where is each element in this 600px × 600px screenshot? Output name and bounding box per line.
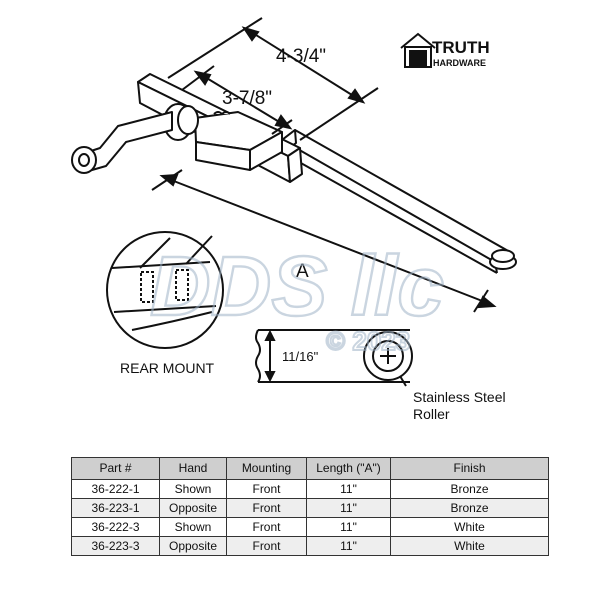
dimension-inner-label: 3-7/8" <box>222 88 272 109</box>
dimension-length <box>151 169 497 313</box>
table-row: 36-222-3 Shown Front 11" White <box>71 517 549 537</box>
truth-hardware-logo: TRUTH HARDWARE <box>400 32 490 68</box>
cell-length: 11" <box>306 479 391 499</box>
cell-length: 11" <box>306 498 391 518</box>
cell-length: 11" <box>306 536 391 556</box>
roller-section-detail <box>255 329 413 387</box>
roller-label-line2: Roller <box>413 406 450 422</box>
dimension-inner <box>181 65 293 135</box>
operator-frame <box>137 73 303 183</box>
cell-mounting: Front <box>226 498 307 518</box>
brand-name: TRUTH <box>432 38 490 57</box>
table-row: 36-223-1 Opposite Front 11" Bronze <box>71 498 549 518</box>
col-mounting: Mounting <box>226 457 307 480</box>
cell-part-number: 36-223-3 <box>71 536 160 556</box>
dimension-overall <box>167 17 379 141</box>
roller-label-line1: Stainless Steel <box>413 389 506 405</box>
col-length: Length ("A") <box>306 457 391 480</box>
cell-part-number: 36-222-1 <box>71 479 160 499</box>
col-hand: Hand <box>159 457 227 480</box>
rear-mount-label: REAR MOUNT <box>120 360 215 376</box>
rear-mount-detail <box>106 231 224 349</box>
table-header-row: Part # Hand Mounting Length ("A") Finish <box>71 457 549 480</box>
table-row: 36-223-3 Opposite Front 11" White <box>71 536 549 556</box>
watermark-sub: © 2023 <box>326 326 410 356</box>
col-finish: Finish <box>390 457 549 480</box>
cell-finish: White <box>390 517 549 537</box>
watermark: DDS llc © 2023 <box>149 238 445 357</box>
cell-part-number: 36-223-1 <box>71 498 160 518</box>
cell-mounting: Front <box>226 479 307 499</box>
cell-length: 11" <box>306 517 391 537</box>
col-part-number: Part # <box>71 457 160 480</box>
cell-finish: White <box>390 536 549 556</box>
dimension-length-marker: A <box>296 261 309 282</box>
watermark-main: DDS llc <box>150 239 444 333</box>
dimension-overall-label: 4-3/4" <box>276 46 326 67</box>
cell-hand: Opposite <box>159 498 227 518</box>
cell-finish: Bronze <box>390 479 549 499</box>
crank-handle <box>71 111 173 174</box>
cell-hand: Shown <box>159 517 227 537</box>
parts-table: Part # Hand Mounting Length ("A") Finish… <box>71 457 549 556</box>
cell-finish: Bronze <box>390 498 549 518</box>
cell-mounting: Front <box>226 536 307 556</box>
table-row: 36-222-1 Shown Front 11" Bronze <box>71 479 549 499</box>
brand-sub: HARDWARE <box>433 58 486 68</box>
cell-hand: Shown <box>159 479 227 499</box>
house-icon <box>400 32 436 68</box>
roller-height-label: 11/16" <box>282 349 319 364</box>
cell-hand: Opposite <box>159 536 227 556</box>
cell-part-number: 36-222-3 <box>71 517 160 537</box>
cell-mounting: Front <box>226 517 307 537</box>
